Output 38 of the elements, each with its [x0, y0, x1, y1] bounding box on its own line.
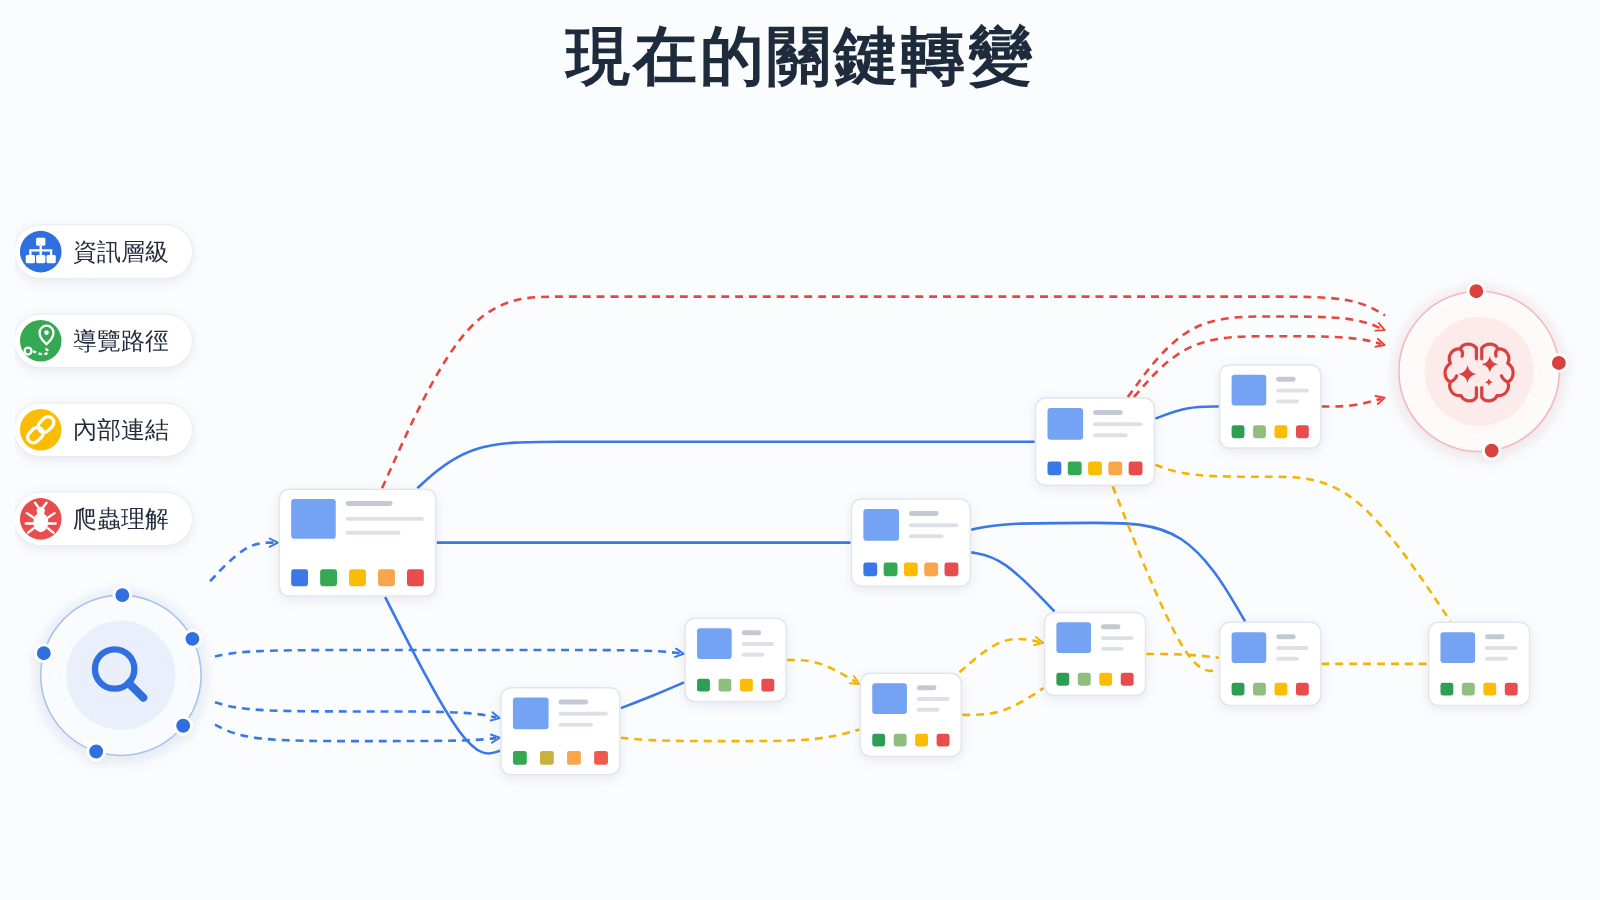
connector — [1154, 404, 1219, 420]
node-box — [278, 487, 437, 597]
node-box — [859, 672, 963, 758]
connector — [1154, 463, 1452, 622]
connector — [620, 680, 685, 710]
connector — [1111, 485, 1219, 672]
arrow — [214, 647, 685, 658]
arrow — [1321, 394, 1386, 408]
connector — [1146, 652, 1219, 659]
node-box: 爬蟲理解 — [15, 491, 193, 546]
connector — [380, 295, 1386, 489]
node-box — [684, 617, 788, 703]
connector — [971, 550, 1056, 612]
node-box — [1043, 611, 1147, 697]
connector — [416, 440, 1035, 489]
connector — [384, 596, 501, 755]
connector — [970, 521, 1247, 622]
node-box — [1427, 621, 1531, 707]
connector — [1321, 662, 1428, 665]
node-box: 內部連結 — [15, 402, 193, 457]
arrow — [214, 700, 501, 722]
arrow — [1132, 334, 1386, 398]
node-box — [1218, 363, 1322, 449]
node-box: 導覽路徑 — [15, 313, 193, 368]
node-box — [850, 497, 972, 587]
connector — [620, 728, 860, 743]
title: 現在的關鍵轉變 — [565, 18, 1035, 95]
node-box: 資訊層級 — [15, 224, 193, 279]
connector — [962, 686, 1045, 716]
arrow — [958, 635, 1045, 673]
arrow — [209, 537, 279, 582]
node-box — [1218, 621, 1322, 707]
connector — [436, 541, 851, 544]
arrow — [214, 723, 501, 744]
node-box — [1034, 396, 1156, 486]
arrow — [787, 658, 860, 685]
arrow — [1126, 314, 1386, 398]
node-box — [500, 686, 621, 776]
